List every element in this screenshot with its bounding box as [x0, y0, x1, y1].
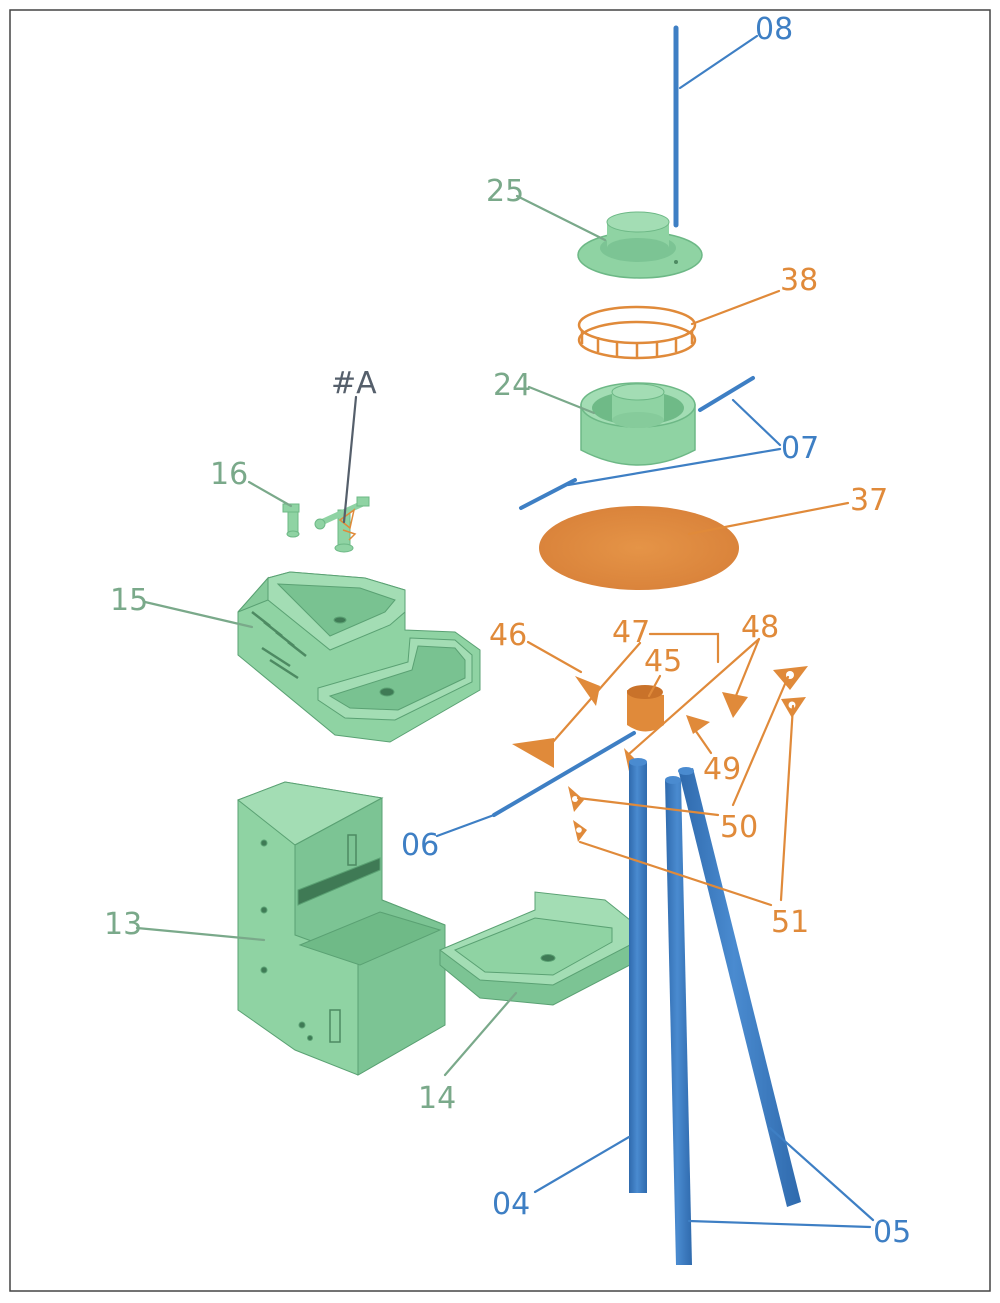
- label-05: 05: [873, 1215, 911, 1250]
- label-16: 16: [210, 457, 248, 492]
- part-37-orange-disc: [539, 506, 739, 590]
- label-50: 50: [720, 810, 758, 845]
- part-05-tube-b: [679, 768, 801, 1207]
- part-13-lower-housing: [237, 781, 446, 1076]
- label-15: 15: [110, 583, 148, 618]
- part-48-triangle-a: [722, 692, 748, 718]
- part-16-small-bracket: [282, 503, 300, 538]
- part-47-triangle: [512, 738, 554, 768]
- part-24-cup: [580, 382, 696, 466]
- label-47: 47: [612, 615, 650, 650]
- label-06: 06: [401, 828, 439, 863]
- part-05-tube-a: [665, 780, 692, 1265]
- part-15-upper-housing: [237, 571, 481, 743]
- label-51: 51: [771, 905, 809, 940]
- label-46: 46: [489, 618, 527, 653]
- part-38-orange-ring: [577, 305, 697, 360]
- part-45-orange-cup: [627, 685, 664, 732]
- label-49: 49: [703, 752, 741, 787]
- label-24: 24: [493, 368, 531, 403]
- part-05-tube-a-top: [665, 776, 681, 784]
- part-25-top-cap: [577, 211, 703, 279]
- label-08: 08: [755, 12, 793, 47]
- label-07: 07: [781, 431, 819, 466]
- leader-lines: [135, 34, 875, 1229]
- label-37: 37: [850, 483, 888, 518]
- diagram-frame: [9, 9, 991, 1292]
- label-04: 04: [492, 1187, 530, 1222]
- label-14: 14: [418, 1081, 456, 1116]
- label-45: 45: [644, 644, 682, 679]
- label-25: 25: [486, 174, 524, 209]
- part-46-triangle: [575, 676, 600, 706]
- part-05-tube-b-top: [678, 767, 694, 775]
- label-A: #A: [331, 366, 377, 401]
- part-49-triangle: [686, 715, 710, 734]
- label-13: 13: [104, 907, 142, 942]
- part-A-sub-assembly: [314, 496, 370, 553]
- part-04-tube: [629, 762, 647, 1193]
- label-38: 38: [780, 263, 818, 298]
- part-06-rod: [492, 731, 636, 817]
- part-07-rod-upper: [698, 376, 755, 412]
- part-14-base-tray: [439, 891, 631, 1006]
- part-50-triangle-plates: [568, 666, 808, 812]
- part-07-rod-lower: [519, 478, 577, 510]
- label-48: 48: [741, 610, 779, 645]
- part-04-tube-top: [629, 758, 647, 766]
